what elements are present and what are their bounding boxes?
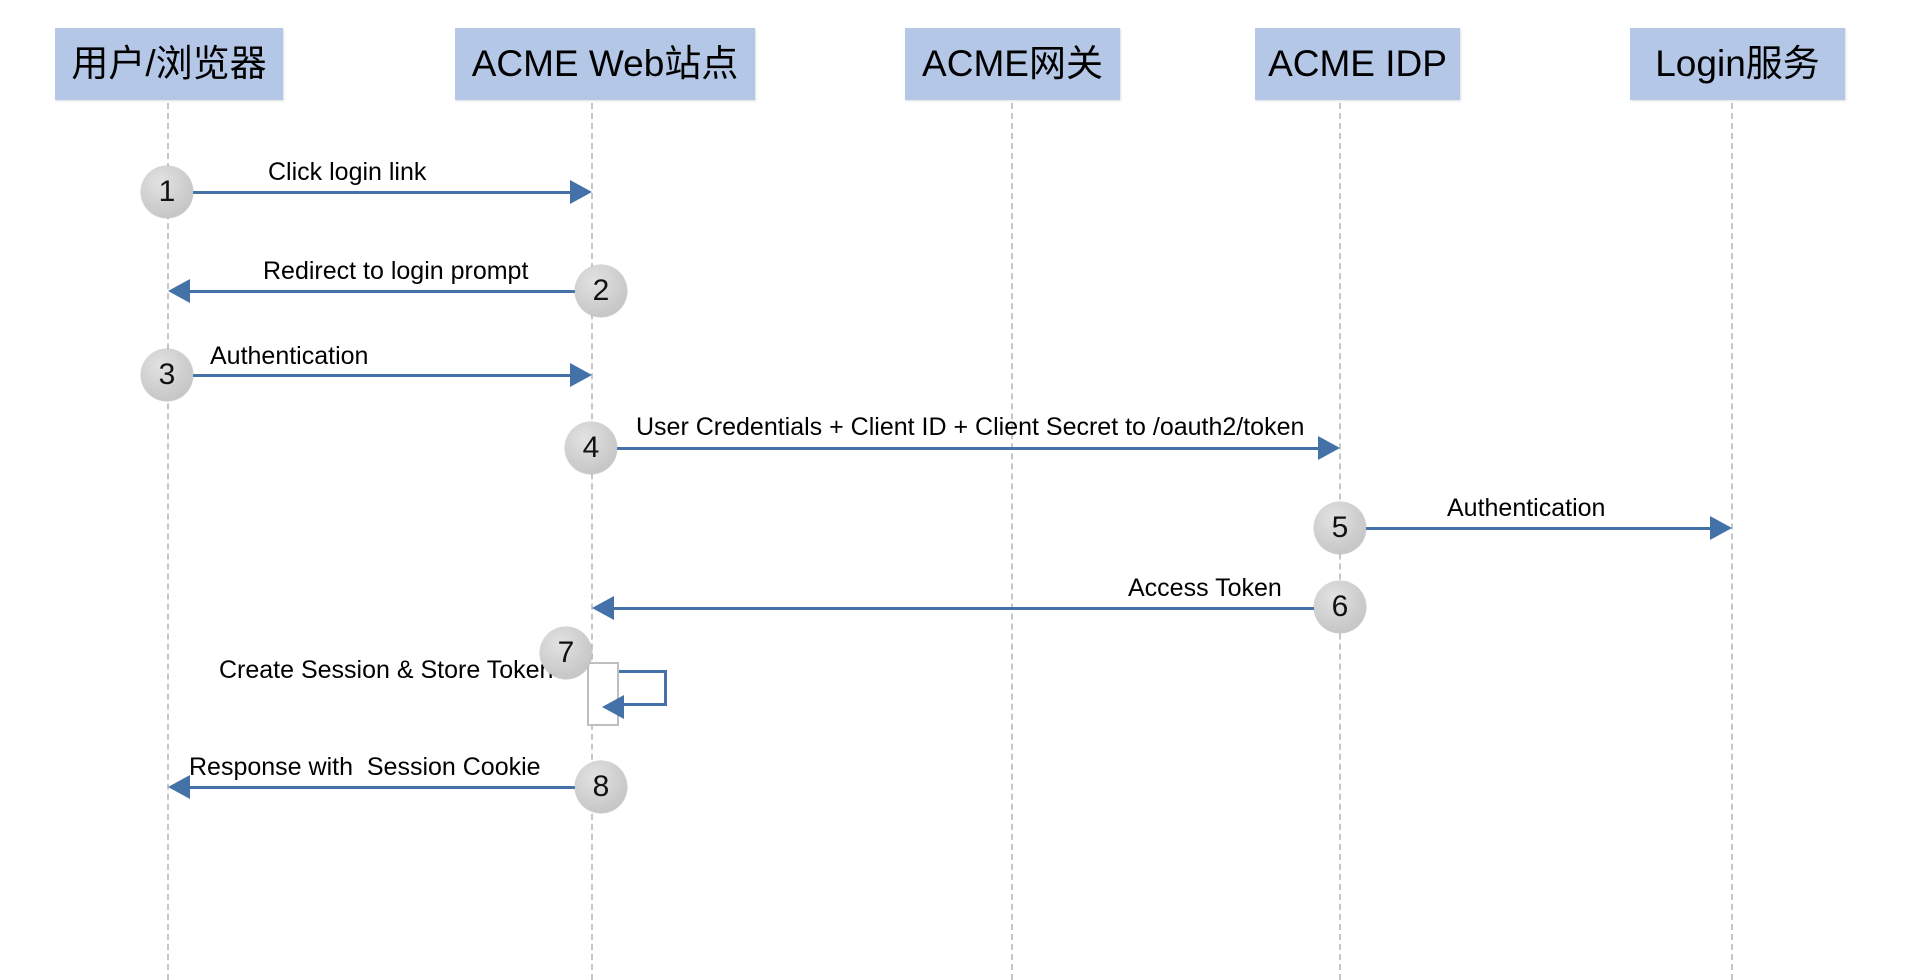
lifeline-user [167, 103, 169, 980]
participant-gateway[interactable]: ACME网关 [905, 28, 1120, 100]
message-6-label: Access Token [1128, 574, 1282, 602]
message-7-label: Create Session & Store Token [219, 656, 554, 684]
step-badge-5[interactable]: 5 [1314, 502, 1366, 554]
lifeline-gateway [1011, 103, 1013, 980]
message-2-arrowhead-left [168, 279, 190, 303]
lifeline-login [1731, 103, 1733, 980]
message-1-arrowhead-right [570, 180, 592, 204]
message-8-arrowhead-left [168, 775, 190, 799]
step-badge-6[interactable]: 6 [1314, 581, 1366, 633]
participant-label-idp: ACME IDP [1268, 42, 1447, 84]
step-badge-1[interactable]: 1 [141, 166, 193, 218]
message-4-line [592, 447, 1318, 450]
step-badge-3[interactable]: 3 [141, 349, 193, 401]
message-3-arrowhead-right [570, 363, 592, 387]
message-6-line [614, 607, 1340, 610]
message-6-arrowhead-left [592, 596, 614, 620]
step-badge-8[interactable]: 8 [575, 761, 627, 813]
lifeline-website [591, 103, 593, 980]
message-2-line [190, 290, 592, 293]
participant-login[interactable]: Login服务 [1630, 28, 1845, 100]
message-5-label: Authentication [1447, 494, 1606, 522]
message-1-line [168, 191, 570, 194]
message-4-arrowhead-right [1318, 436, 1340, 460]
participant-user[interactable]: 用户/浏览器 [55, 28, 283, 100]
message-3-line [168, 374, 570, 377]
message-8-line [190, 786, 592, 789]
message-5-line [1362, 527, 1710, 530]
message-5-arrowhead-right [1710, 516, 1732, 540]
message-7-arrowhead-left [602, 695, 624, 719]
step-badge-2[interactable]: 2 [575, 265, 627, 317]
participant-label-website: ACME Web站点 [471, 42, 739, 84]
message-8-label: Response with Session Cookie [189, 753, 541, 781]
message-4-label: User Credentials + Client ID + Client Se… [636, 413, 1305, 441]
step-badge-4[interactable]: 4 [565, 422, 617, 474]
participant-website[interactable]: ACME Web站点 [455, 28, 755, 100]
participant-idp[interactable]: ACME IDP [1255, 28, 1460, 100]
message-3-label: Authentication [210, 342, 369, 370]
message-2-label: Redirect to login prompt [263, 257, 529, 285]
participant-label-user: 用户/浏览器 [71, 42, 267, 84]
participant-label-gateway: ACME网关 [922, 42, 1103, 84]
message-1-label: Click login link [268, 158, 427, 186]
participant-label-login: Login服务 [1655, 42, 1820, 84]
step-badge-7[interactable]: 7 [540, 627, 592, 679]
message-7-selfloop[interactable] [619, 670, 667, 706]
